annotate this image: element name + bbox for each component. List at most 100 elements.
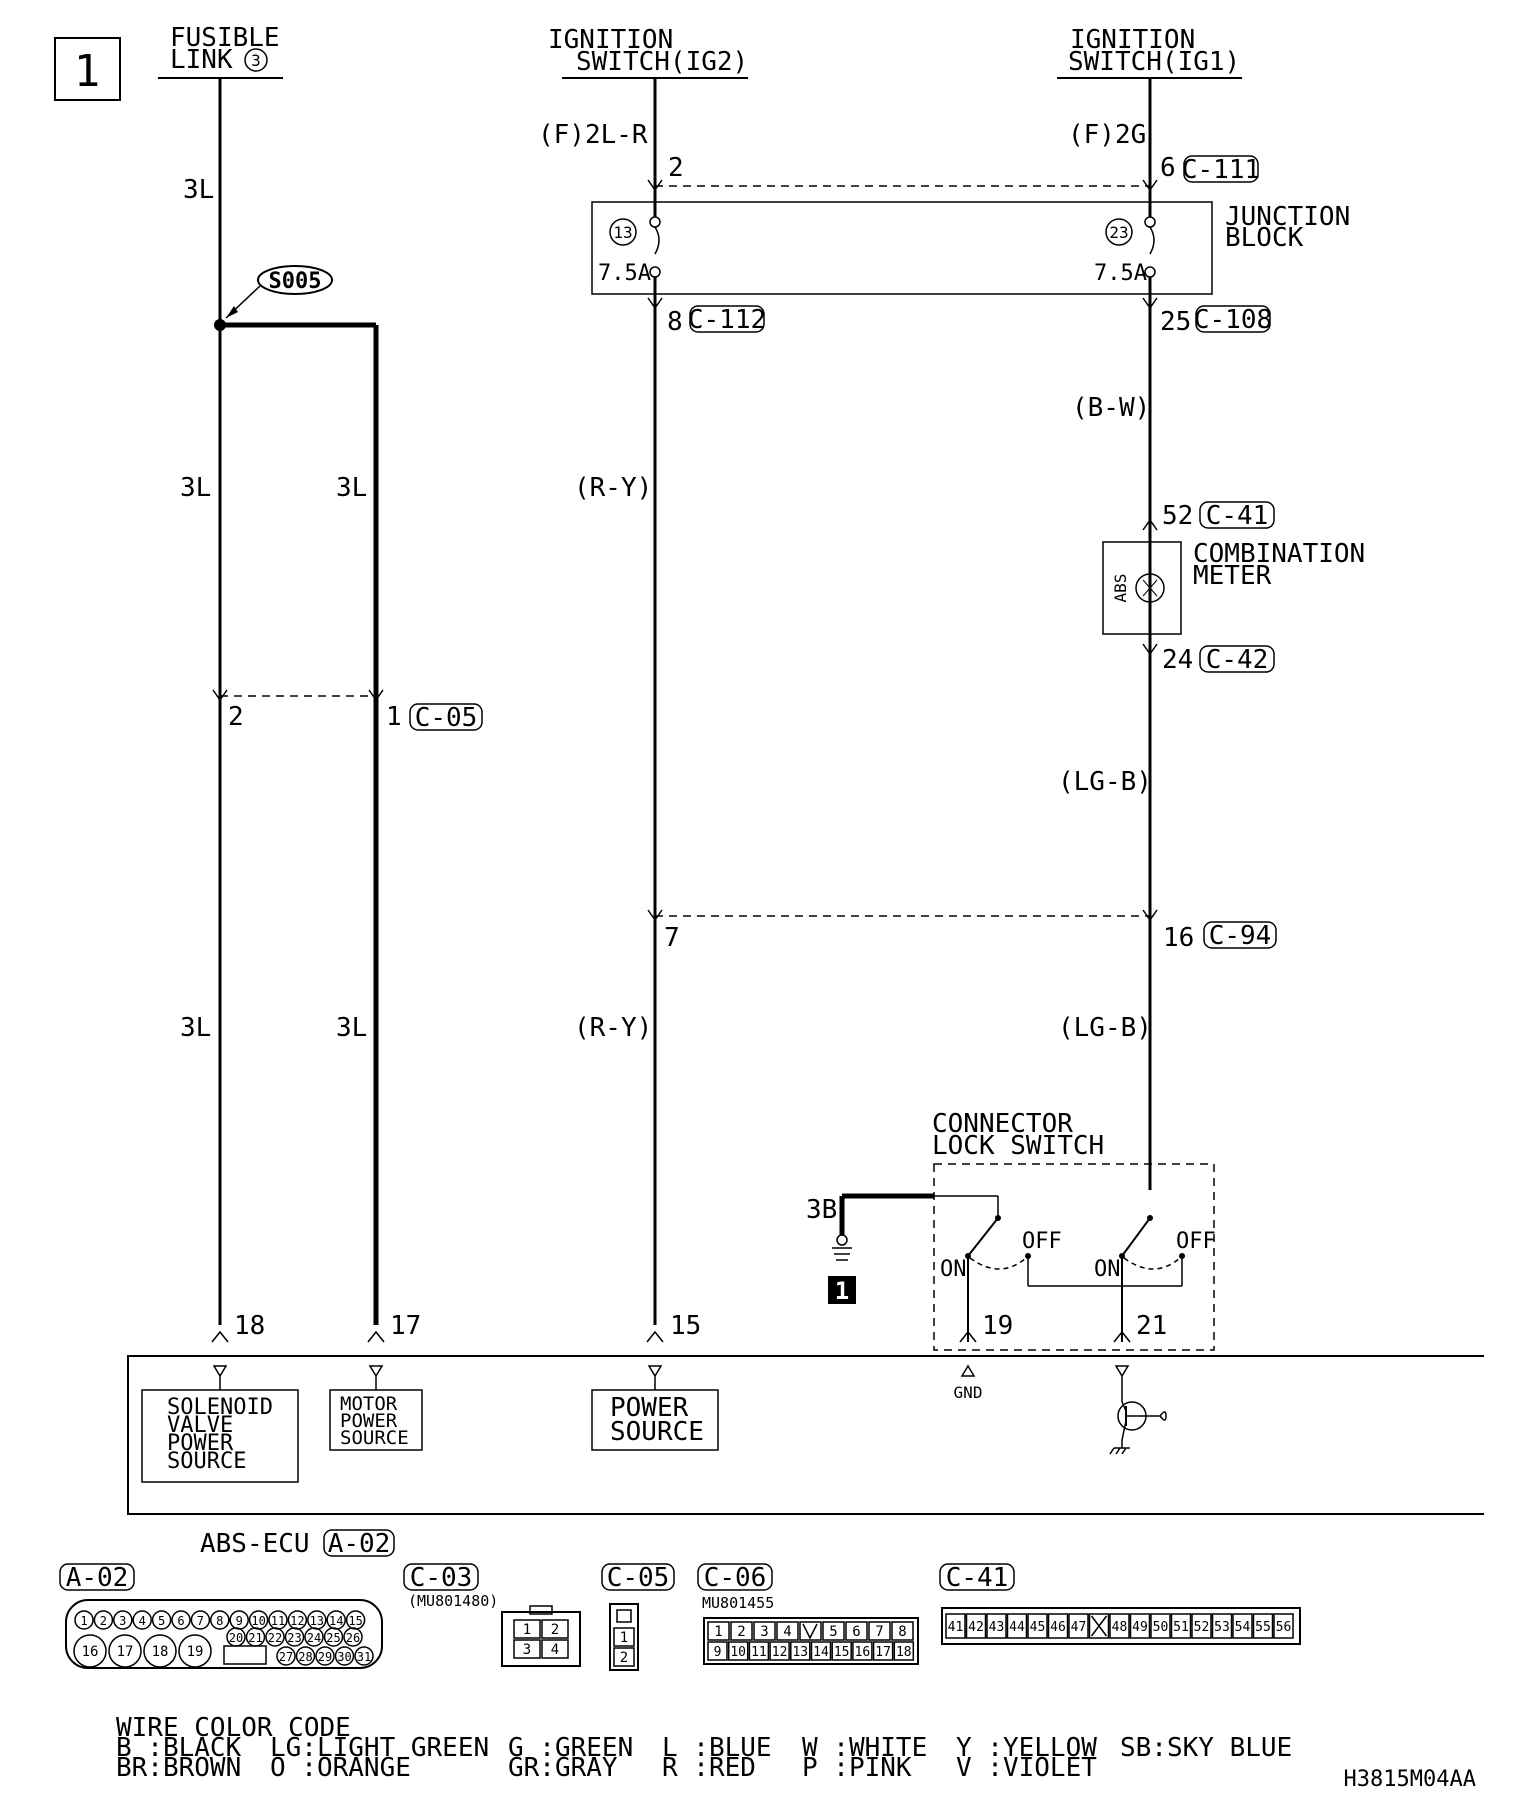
wire-color-code-entry: G :GREEN <box>508 1733 633 1763</box>
c41-pin <box>1088 1613 1110 1639</box>
c06-connector-view <box>703 1617 919 1665</box>
a02-pin <box>190 1610 211 1630</box>
connector-pin-label: 5 <box>829 1624 837 1640</box>
fusible-link-label-2: LINK <box>170 45 233 75</box>
c06-part-number: MU801455 <box>702 1594 774 1612</box>
connector-pin-label: 26 <box>346 1631 360 1645</box>
connector-pin-label: 49 <box>1132 1620 1148 1635</box>
c03-pin <box>513 1619 541 1639</box>
connector-pin-label: 19 <box>187 1644 204 1660</box>
wire-label-3l-low-left: 3L <box>180 1013 211 1043</box>
a02-pin <box>284 1627 305 1647</box>
lock-switch-label-1: CONNECTOR <box>932 1109 1073 1139</box>
connector-pin-label: 27 <box>279 1650 293 1664</box>
wire-label-lg-b-mid: (LG-B) <box>1058 767 1152 797</box>
connector-pin-label: 42 <box>968 1620 984 1635</box>
c05-pin <box>613 1647 635 1667</box>
ig1-label-1: IGNITION <box>1070 25 1195 55</box>
a02-pin <box>343 1627 363 1647</box>
a02-pin <box>132 1610 152 1630</box>
connector-pin-label: 43 <box>989 1620 1005 1635</box>
c41-pin <box>965 1613 987 1639</box>
connector-pin-label: 12 <box>290 1614 304 1628</box>
c05-pin <box>613 1627 635 1647</box>
a02-pin <box>315 1646 335 1666</box>
connector-pin-label: 9 <box>714 1645 722 1660</box>
connector-pin-label: 14 <box>329 1614 343 1628</box>
a02-pin-large <box>108 1634 142 1668</box>
connector-pin-label: 47 <box>1071 1620 1087 1635</box>
c06-pin <box>831 1641 852 1661</box>
c94-connector-label: C-94 <box>1209 921 1272 951</box>
fusible-link-number-circle <box>244 48 268 72</box>
ecu-pin-19: 19 <box>982 1311 1013 1341</box>
wire-color-code-entry: L :BLUE <box>662 1733 772 1763</box>
connector-pin-label: 52 <box>1194 1620 1210 1635</box>
c05-connector-view <box>609 1603 639 1671</box>
ecu-pin-15: 15 <box>670 1311 701 1341</box>
connector-pin-label: 16 <box>855 1645 871 1660</box>
abs-lamp-label: ABS <box>1111 574 1130 603</box>
power-box-line-2: SOURCE <box>610 1417 704 1447</box>
c06-pin <box>707 1641 728 1661</box>
ecu-pin-18: 18 <box>234 1311 265 1341</box>
lock-switch-off-left: OFF <box>1022 1229 1062 1254</box>
a02-pin <box>151 1610 172 1630</box>
ground-reference-number: 1 <box>835 1277 849 1305</box>
connector-pin-label: 51 <box>1173 1620 1189 1635</box>
c06-pin <box>776 1621 799 1641</box>
combination-meter-label-2: METER <box>1193 561 1272 591</box>
page-number-box <box>54 37 121 101</box>
junction-block-label-2: BLOCK <box>1225 223 1304 253</box>
meter-in-pin: 52 <box>1162 501 1193 531</box>
connector-pin-label: 28 <box>298 1650 312 1664</box>
connector-pin-label: 16 <box>82 1644 99 1660</box>
c06-pin <box>822 1621 845 1641</box>
c41-view-label: C-41 <box>946 1563 1009 1593</box>
connector-pin-label: 44 <box>1009 1620 1025 1635</box>
a02-connector-label: A-02 <box>328 1529 391 1559</box>
c41-pin <box>986 1613 1007 1639</box>
splice-s005-tag <box>257 265 333 295</box>
connector-pin-label: 2 <box>620 1650 628 1666</box>
a02-pin <box>265 1627 285 1647</box>
connector-pin-label: 2 <box>100 1614 107 1628</box>
power-box-line-1: POWER <box>610 1393 689 1423</box>
combination-meter <box>1102 541 1182 635</box>
c41-pin <box>1232 1613 1253 1639</box>
c06-pin <box>872 1641 894 1661</box>
ig2-label-2: SWITCH(IG2) <box>576 47 748 77</box>
connector-pin-label: 11 <box>751 1645 767 1660</box>
connector-pin-label: 13 <box>310 1614 324 1628</box>
ecu-pin-21: 21 <box>1136 1311 1167 1341</box>
connector-pin-label: 14 <box>813 1645 829 1660</box>
c06-pin <box>707 1621 730 1641</box>
a02-connector-view <box>65 1599 383 1669</box>
connector-pin-label: 2 <box>551 1622 559 1638</box>
connector-pin-label: 6 <box>852 1624 860 1640</box>
c41-pin <box>1047 1613 1069 1639</box>
connector-pin-label: 54 <box>1235 1620 1251 1635</box>
lock-switch-contact-right <box>1121 1217 1151 1257</box>
a02-pin-large <box>143 1634 177 1668</box>
ig2-jb-out-pin: 8 <box>667 307 683 337</box>
connector-pin-label: 12 <box>772 1645 788 1660</box>
wire-color-code-entry: W :WHITE <box>802 1733 927 1763</box>
c05-pin-1: 1 <box>386 702 402 732</box>
c41-pin <box>1211 1613 1233 1639</box>
wire-label-3l-mid-left: 3L <box>180 473 211 503</box>
page-number: 1 <box>74 46 101 97</box>
c41-pin <box>945 1613 966 1639</box>
c41-pin <box>1150 1613 1171 1639</box>
wire-label-ig2-top: (F)2L-R <box>538 120 648 150</box>
wire-color-code-entry: BR:BROWN <box>116 1753 241 1783</box>
c94-pin-7: 7 <box>664 923 680 953</box>
connector-pin-label: 30 <box>337 1650 351 1664</box>
connector-pin-label: 21 <box>248 1631 262 1645</box>
